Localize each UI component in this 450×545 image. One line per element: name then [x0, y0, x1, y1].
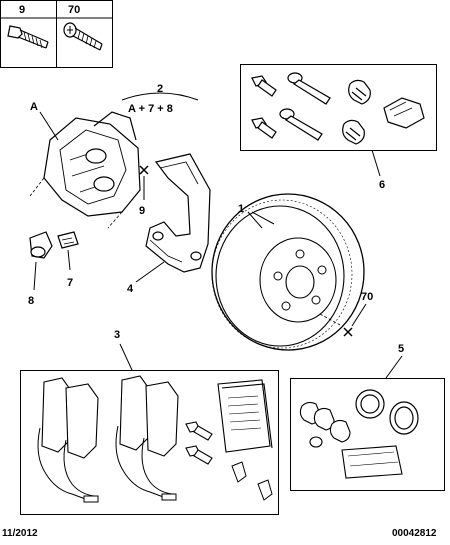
label-pin-9: 9	[139, 205, 145, 217]
brake-disc-drawing	[211, 193, 365, 351]
phillips-screw-icon	[63, 22, 103, 51]
label-disc-1: 1	[238, 203, 244, 215]
bracket-curve	[121, 92, 199, 101]
screw-box-70	[56, 0, 113, 68]
screw-position-marker	[139, 165, 149, 175]
label-screw-70: 70	[68, 4, 80, 16]
kit-6-box	[240, 64, 437, 151]
bleed-screw-icon	[57, 231, 79, 249]
grease-pack-icon	[341, 445, 403, 479]
screw-legend	[0, 0, 113, 68]
wear-sensor-icon	[37, 425, 177, 503]
brake-pad-icon	[41, 375, 179, 459]
label-kit-5: 5	[398, 343, 404, 355]
guide-pin-icon	[279, 72, 331, 141]
label-kit-6: 6	[379, 179, 385, 191]
guide-boot-icon	[299, 401, 351, 448]
label-bleed-7: 7	[67, 277, 73, 289]
grease-sachet-icon	[383, 97, 425, 129]
guide-bolt-icon	[251, 75, 277, 139]
disc-screw-marker	[343, 327, 353, 337]
pad-screw-icon	[185, 421, 213, 465]
label-disc-70: 70	[361, 291, 373, 303]
clip-icon	[231, 461, 273, 501]
label-cap-8: 8	[28, 295, 34, 307]
hex-screw-icon	[7, 25, 49, 49]
label-pads-3: 3	[114, 329, 120, 341]
caliper-bracket-drawing	[145, 153, 211, 273]
seal-kit-5-box	[290, 378, 445, 491]
instruction-booklet-icon	[217, 379, 273, 453]
piston-seal-icon	[355, 389, 419, 435]
label-screw-9: 9	[19, 4, 25, 16]
footer-date: 11/2012	[2, 528, 38, 539]
brake-pads-box	[20, 370, 279, 515]
label-bracket-4: 4	[127, 283, 134, 295]
footer-code: 00042812	[392, 528, 437, 539]
brake-caliper-drawing	[29, 111, 141, 229]
dust-cap-icon	[29, 231, 53, 259]
label-formula: A + 7 + 8	[128, 103, 173, 115]
dust-boot-icon	[342, 79, 371, 145]
label-assembly-2: 2	[157, 83, 163, 95]
label-caliper-A: A	[30, 101, 38, 113]
